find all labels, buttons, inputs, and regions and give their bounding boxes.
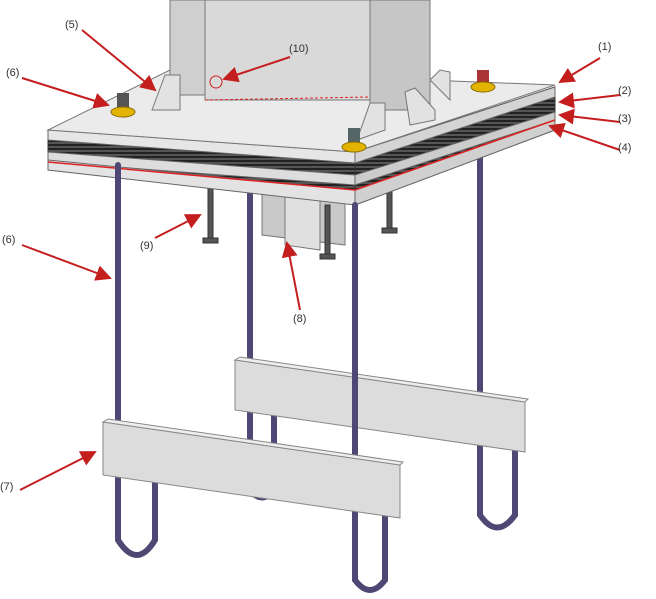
callout-4: (4) <box>618 142 632 154</box>
callout-10: (10) <box>289 43 309 55</box>
stiffeners <box>151 69 451 141</box>
anchor-nuts <box>110 70 496 153</box>
callout-7: (7) <box>0 481 14 493</box>
callout-6-rod: (6) <box>2 234 16 246</box>
callout-3: (3) <box>618 113 632 125</box>
support-bar-front <box>101 418 405 519</box>
callout-1: (1) <box>598 41 612 53</box>
callout-6-nut: (6) <box>6 67 20 79</box>
callout-9: (9) <box>140 240 154 252</box>
callout-8: (8) <box>293 313 307 325</box>
support-bar-back <box>233 356 530 453</box>
callout-2: (2) <box>618 85 632 97</box>
steel-column <box>169 0 431 111</box>
anchor-rods-front <box>115 162 388 593</box>
callout-arrows <box>19 29 621 491</box>
callout-5: (5) <box>65 19 79 31</box>
